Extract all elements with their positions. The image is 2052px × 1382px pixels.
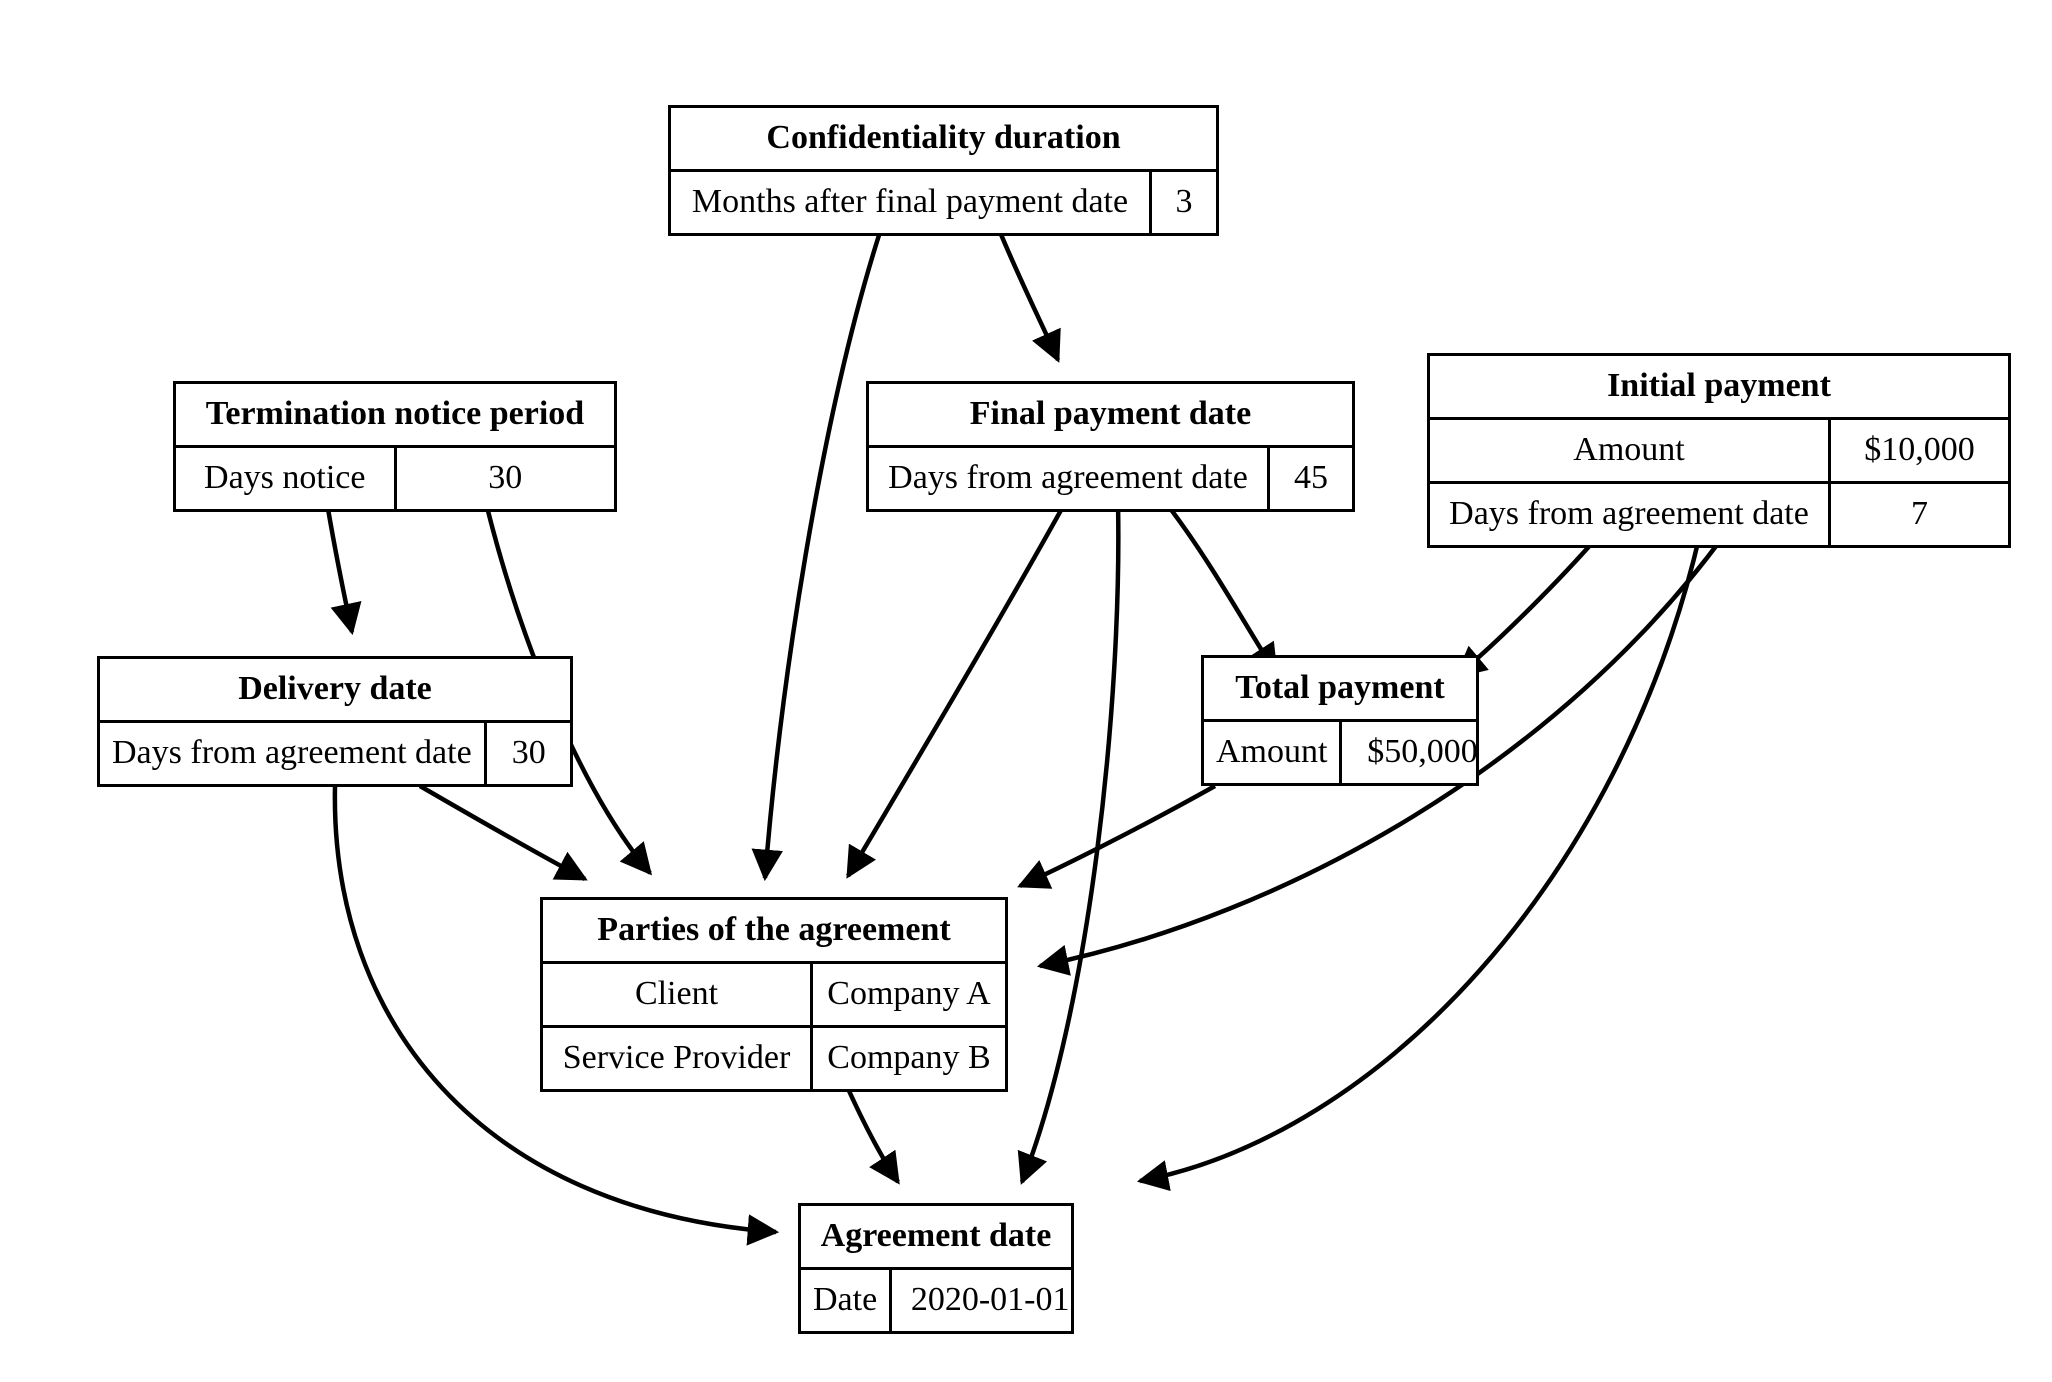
node-row: Date 2020-01-01 [801,1270,1071,1331]
node-row: Months after final payment date 3 [671,172,1216,233]
node-title: Final payment date [869,384,1352,448]
row-value: $50,000 [1339,722,1502,783]
row-key: Client [634,975,719,1012]
row-key: Days from agreement date [112,734,472,771]
node-title: Total payment [1204,658,1476,722]
node-delivery-date[interactable]: Delivery date Days from agreement date 3… [97,656,573,787]
node-termination-notice-period[interactable]: Termination notice period Days notice 30 [173,381,617,512]
row-key: Months after final payment date [691,183,1129,220]
node-row: Amount $50,000 [1204,722,1478,783]
row-value: 2020-01-01 [889,1270,1088,1331]
row-key: Days from agreement date [888,459,1248,496]
edge-termination-to-delivery [324,502,362,636]
row-value: 30 [393,448,615,509]
node-title: Confidentiality duration [671,108,1216,172]
row-value: $10,000 [1828,420,2008,481]
node-confidentiality-duration[interactable]: Confidentiality duration Months after fi… [668,105,1219,236]
node-row: Client Company A [543,964,1005,1028]
edge-delivery-to-parties [418,784,588,881]
node-title: Delivery date [100,659,570,723]
row-value: 7 [1828,484,2008,545]
edge-confidentiality-to-parties [751,231,883,882]
edge-final-payment-to-total-payment [1164,501,1278,676]
node-parties-of-the-agreement[interactable]: Parties of the agreement Client Company … [540,897,1008,1092]
row-key: Service Provider [562,1039,791,1076]
node-row: Service Provider Company B [543,1028,1005,1089]
node-title: Termination notice period [176,384,614,448]
row-value: Company A [810,964,1005,1025]
row-key: Date [813,1281,878,1318]
row-value: Company B [810,1028,1005,1089]
node-row: Days notice 30 [176,448,614,509]
row-key: Amount [1216,733,1328,770]
node-row: Days from agreement date 7 [1430,484,2008,545]
edge-total-payment-to-parties [1017,784,1217,889]
node-title: Parties of the agreement [543,900,1005,964]
node-row: Amount $10,000 [1430,420,2008,484]
row-value: 3 [1149,172,1216,233]
row-key: Days notice [204,459,366,496]
row-value: 30 [483,723,571,784]
row-key: Days from agreement date [1449,495,1809,532]
node-row: Days from agreement date 45 [869,448,1352,509]
row-key: Amount [1573,431,1685,468]
node-initial-payment[interactable]: Initial payment Amount $10,000 Days from… [1427,353,2011,548]
edge-final-payment-to-parties [846,501,1067,879]
node-row: Days from agreement date 30 [100,723,570,784]
edge-parties-to-agreement-date [842,1081,900,1185]
row-value: 45 [1267,448,1352,509]
edge-final-payment-to-agreement-date [1017,502,1121,1185]
node-title: Initial payment [1430,356,2008,420]
edge-initial-payment-to-agreement-date [1136,533,1703,1192]
node-final-payment-date[interactable]: Final payment date Days from agreement d… [866,381,1355,512]
node-agreement-date[interactable]: Agreement date Date 2020-01-01 [798,1203,1074,1334]
node-total-payment[interactable]: Total payment Amount $50,000 [1201,655,1479,786]
node-title: Agreement date [801,1206,1071,1270]
edge-confidentiality-to-final-payment [997,231,1061,363]
